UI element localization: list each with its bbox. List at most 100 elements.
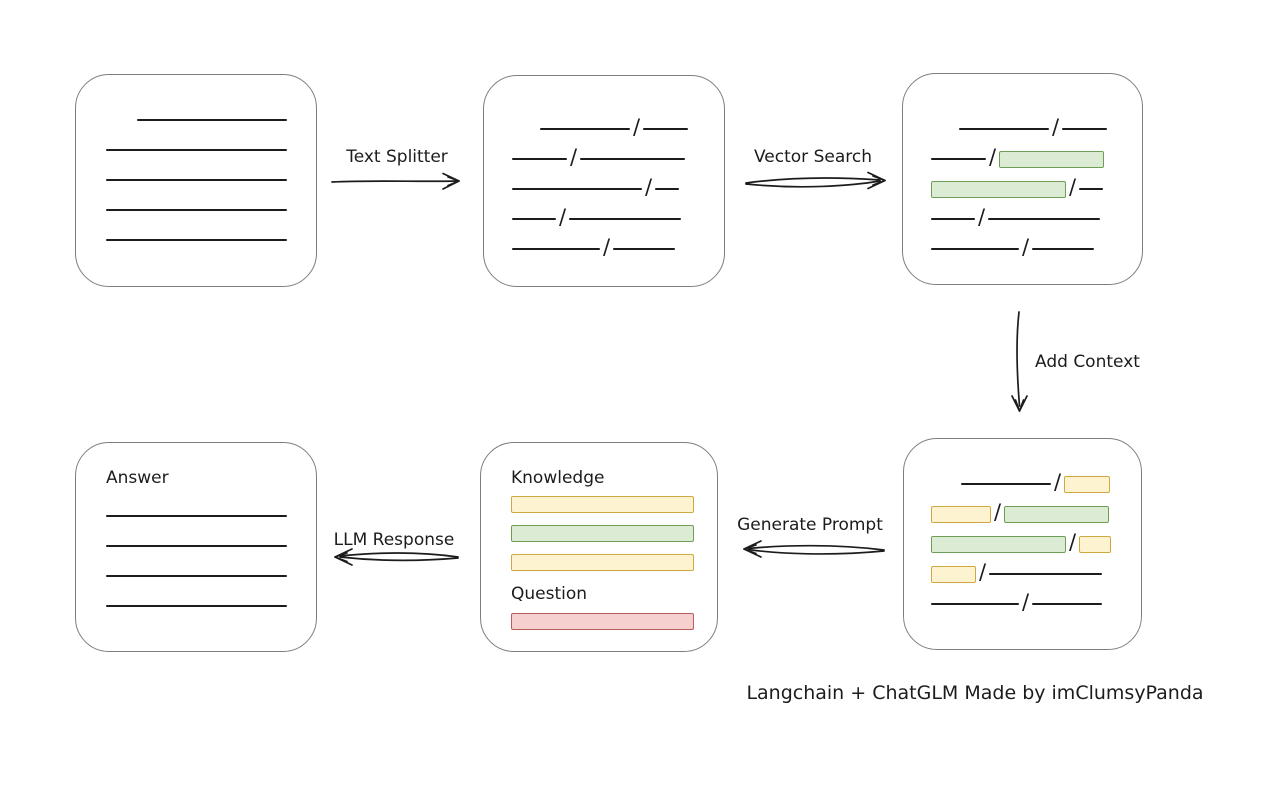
node-vector-matched: ///// — [902, 73, 1143, 285]
llm-response-arrow — [334, 548, 459, 566]
separator-slash: / — [645, 174, 653, 199]
add-context-label: Add Context — [1035, 352, 1140, 372]
text-line — [931, 158, 986, 160]
text-line — [1032, 603, 1103, 605]
segment-row: / — [512, 234, 724, 264]
separator-slash: / — [1022, 589, 1030, 614]
text-line — [580, 158, 686, 160]
text-splitter-arrow — [331, 172, 460, 190]
text-line — [512, 248, 600, 250]
separator-slash: / — [559, 204, 567, 229]
segment-row: / — [512, 114, 724, 144]
green-highlight-chip — [931, 180, 1066, 198]
answer-title: Answer — [106, 468, 169, 488]
vector-search-arrow — [745, 171, 886, 190]
separator-slash: / — [1054, 469, 1062, 494]
question-bars — [511, 613, 717, 630]
text-line — [540, 128, 630, 130]
text-line — [931, 218, 975, 220]
separator-slash: / — [603, 234, 611, 259]
yellow-highlight-chip — [1064, 475, 1111, 493]
segment-row: / — [931, 469, 1141, 499]
text-line — [1079, 188, 1104, 190]
segment-row: / — [931, 204, 1142, 234]
context-added-rows: / / / / / — [931, 469, 1141, 619]
text-line — [1062, 128, 1108, 130]
segment-row: / — [931, 559, 1141, 589]
text-line — [1032, 248, 1095, 250]
text-line — [988, 218, 1101, 220]
knowledge-title: Knowledge — [511, 468, 605, 488]
segment-row: / — [931, 499, 1141, 529]
yellow-bar — [511, 554, 694, 571]
node-context-added: / / / / / — [903, 438, 1142, 650]
answer-lines — [106, 515, 316, 607]
placeholder-text-line — [106, 149, 287, 151]
question-title: Question — [511, 584, 588, 604]
text-line — [569, 218, 682, 220]
green-highlight-chip — [1004, 505, 1110, 523]
separator-slash: / — [978, 204, 986, 229]
text-line — [655, 188, 680, 190]
credit-text: Langchain + ChatGLM Made by imClumsyPand… — [746, 682, 1204, 704]
placeholder-text-line — [106, 605, 287, 607]
placeholder-text-line — [106, 179, 287, 181]
generate-prompt-label: Generate Prompt — [737, 515, 883, 535]
text-line — [512, 218, 556, 220]
vector-search-label: Vector Search — [754, 147, 872, 167]
text-line — [512, 188, 642, 190]
split-text-rows: / / / / / — [512, 114, 724, 264]
separator-slash: / — [1022, 234, 1030, 259]
segment-row: / — [931, 144, 1142, 174]
text-line — [931, 603, 1019, 605]
node-split-text: / / / / / — [483, 75, 725, 287]
indent-space — [931, 484, 961, 485]
segment-row: / — [931, 234, 1142, 264]
placeholder-text-line — [106, 239, 287, 241]
knowledge-bars — [511, 496, 717, 571]
segment-row: / — [931, 589, 1141, 619]
node-prompt: Knowledge Question — [480, 442, 718, 652]
node-answer: Answer — [75, 442, 317, 652]
separator-slash: / — [1052, 114, 1060, 139]
placeholder-text-line — [106, 545, 287, 547]
separator-slash: / — [994, 499, 1002, 524]
node-source-document — [75, 74, 317, 287]
document-lines — [106, 119, 316, 241]
indent-space — [931, 129, 959, 130]
yellow-bar — [511, 496, 694, 513]
text-line — [961, 483, 1051, 485]
text-line — [643, 128, 689, 130]
green-highlight-chip — [999, 150, 1105, 168]
yellow-highlight-chip — [931, 565, 976, 583]
placeholder-text-line — [106, 515, 287, 517]
indent-space — [512, 129, 540, 130]
vector-matched-rows: ///// — [931, 114, 1142, 264]
add-context-arrow — [1011, 311, 1028, 412]
text-line — [613, 248, 676, 250]
green-highlight-chip — [931, 535, 1066, 553]
segment-row: / — [512, 174, 724, 204]
segment-row: / — [931, 529, 1141, 559]
separator-slash: / — [1069, 174, 1077, 199]
segment-row: / — [512, 204, 724, 234]
generate-prompt-arrow — [743, 540, 885, 558]
placeholder-text-line — [137, 119, 287, 121]
separator-slash: / — [570, 144, 578, 169]
text-splitter-label: Text Splitter — [346, 147, 448, 167]
text-line — [959, 128, 1049, 130]
separator-slash: / — [979, 559, 987, 584]
llm-response-label: LLM Response — [333, 530, 455, 550]
red-bar — [511, 613, 694, 630]
text-line — [989, 573, 1103, 575]
segment-row: / — [931, 114, 1142, 144]
yellow-highlight-chip — [931, 505, 991, 523]
segment-row: / — [512, 144, 724, 174]
text-line — [931, 248, 1019, 250]
separator-slash: / — [633, 114, 641, 139]
placeholder-text-line — [106, 575, 287, 577]
text-line — [512, 158, 567, 160]
separator-slash: / — [1069, 529, 1077, 554]
yellow-highlight-chip — [1079, 535, 1112, 553]
